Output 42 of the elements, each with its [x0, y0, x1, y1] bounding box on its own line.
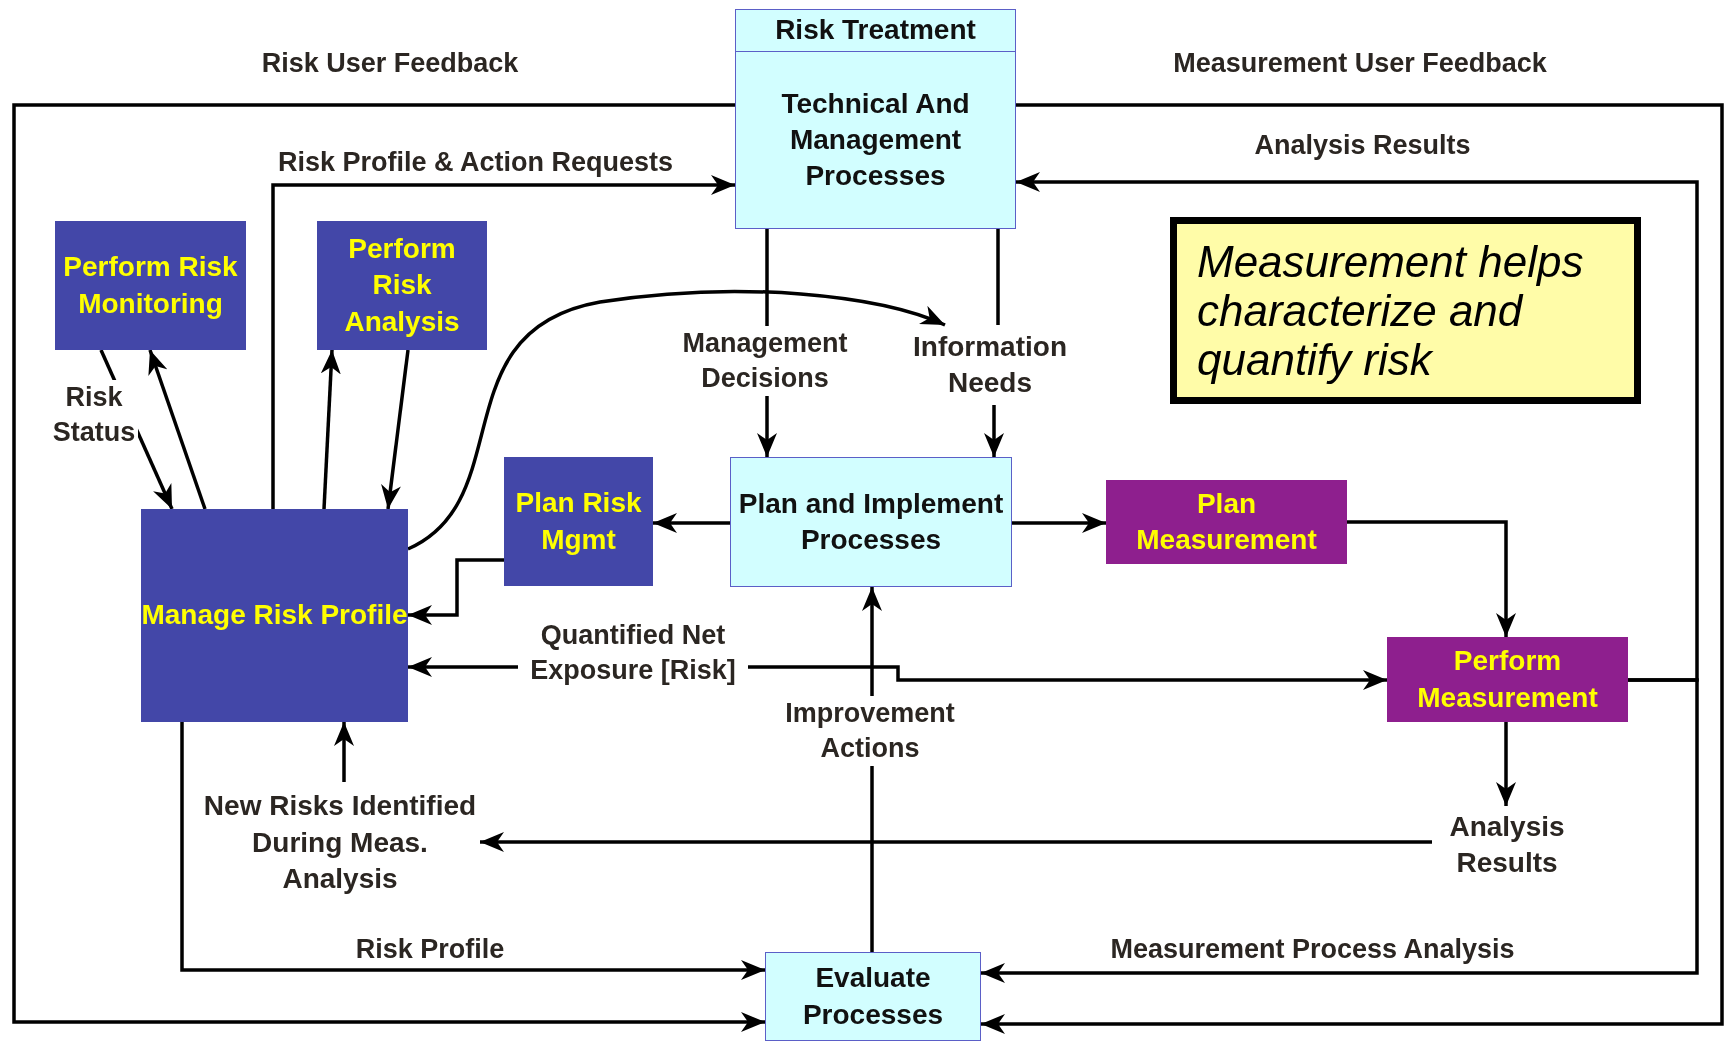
process-box: [1106, 480, 1347, 564]
arrow: [984, 405, 1004, 457]
arrow: [1012, 513, 1106, 533]
box-label: Plan and Implement Processes: [737, 486, 1005, 557]
flow-label: Information Needs: [905, 325, 1075, 405]
arrow: [1496, 722, 1516, 806]
arrow: [1347, 520, 1516, 637]
arrow: [407, 289, 946, 551]
arrow: [981, 103, 1724, 1034]
process-box: [765, 952, 981, 1041]
process-box: [735, 9, 1016, 229]
box-label: Plan Risk Mgmt: [514, 486, 643, 557]
flow-label: Analysis Results: [1432, 806, 1582, 884]
arrow: [981, 678, 1699, 983]
arrow: [148, 349, 207, 510]
connector-line: [996, 229, 1000, 325]
process-box: [504, 457, 653, 586]
arrow: [12, 103, 765, 1032]
box-label: Perform Risk Monitoring: [62, 250, 239, 321]
arrow: [271, 175, 735, 509]
note-box: [1170, 217, 1641, 404]
arrow: [180, 722, 765, 980]
process-box: [730, 457, 1012, 587]
box-label: Evaluate Processes: [801, 961, 945, 1032]
arrow: [334, 722, 354, 782]
box-label: Plan Measurement: [1135, 486, 1318, 557]
box-label: Technical And Management Processes: [780, 86, 971, 194]
arrow: [408, 558, 504, 625]
arrow: [653, 513, 730, 533]
process-box: [317, 221, 487, 350]
box-label: Manage Risk Profile: [141, 598, 408, 633]
process-box: [55, 221, 246, 350]
arrow: [381, 349, 410, 510]
process-box: [141, 509, 408, 722]
box-heading: Risk Treatment: [736, 10, 1015, 53]
process-box: [1387, 637, 1628, 722]
box-label: Perform Risk Analysis: [343, 231, 461, 339]
arrow: [320, 349, 341, 510]
box-label: Measurement helps characterize and quantify risk: [1197, 236, 1585, 385]
flow-label: New Risks Identified During Meas. Analysis: [200, 782, 480, 904]
arrow: [480, 832, 1432, 852]
box-label: Perform Measurement: [1416, 644, 1599, 715]
